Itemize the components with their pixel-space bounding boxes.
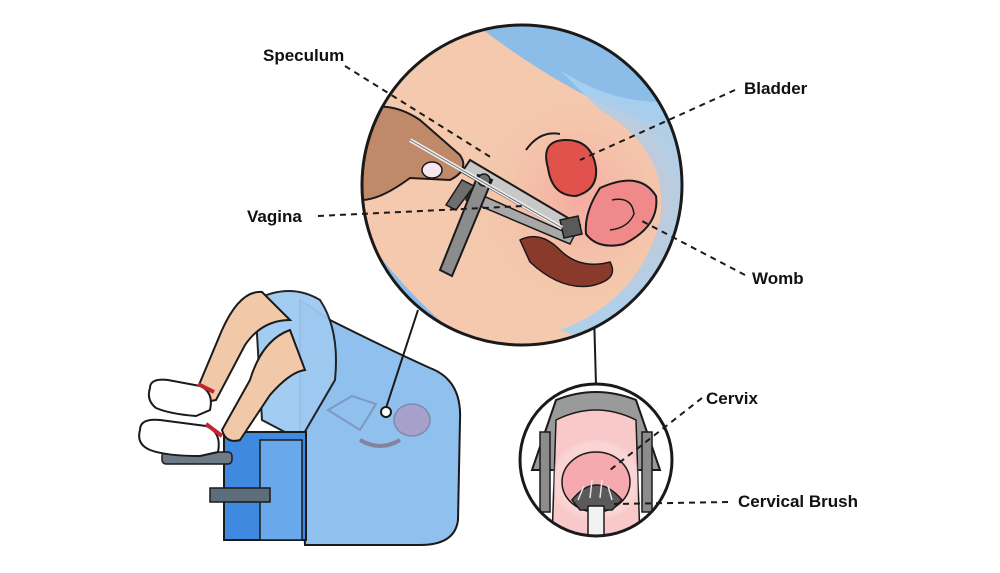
cervical-brush-handle	[587, 505, 605, 536]
sheet-drape	[299, 298, 462, 546]
leader-cervical-brush	[613, 501, 729, 505]
label-womb: Womb	[752, 269, 804, 288]
leader-vagina	[317, 205, 525, 217]
leader-lines	[317, 65, 746, 505]
label-vagina: Vagina	[247, 207, 302, 226]
womb-organ	[584, 179, 658, 247]
leader-cervix	[609, 397, 703, 471]
bowel-organ	[519, 235, 614, 288]
patient-scene	[138, 290, 462, 546]
sock-upper	[147, 378, 212, 418]
connector-big-zoom	[385, 309, 419, 409]
cervix-zoom-circle	[518, 382, 674, 538]
label-cervical-brush: Cervical Brush	[738, 492, 858, 511]
bladder-organ	[545, 138, 598, 198]
ghost-anatomy	[326, 394, 431, 448]
stirrup-bar	[209, 487, 271, 503]
lower-leg	[220, 328, 307, 442]
sock-lower	[138, 418, 220, 458]
exam-site-marker	[380, 406, 392, 418]
leader-speculum	[344, 65, 493, 159]
speculum-instrument	[438, 158, 582, 278]
label-speculum: Speculum	[263, 46, 345, 65]
sock-band-lower	[204, 422, 224, 438]
brush-tip	[559, 215, 583, 239]
sock-band-upper	[197, 382, 215, 394]
label-bladder: Bladder	[744, 79, 808, 98]
label-cervix: Cervix	[706, 389, 758, 408]
anatomy-zoom-circle	[360, 23, 684, 347]
leader-womb	[639, 219, 746, 276]
